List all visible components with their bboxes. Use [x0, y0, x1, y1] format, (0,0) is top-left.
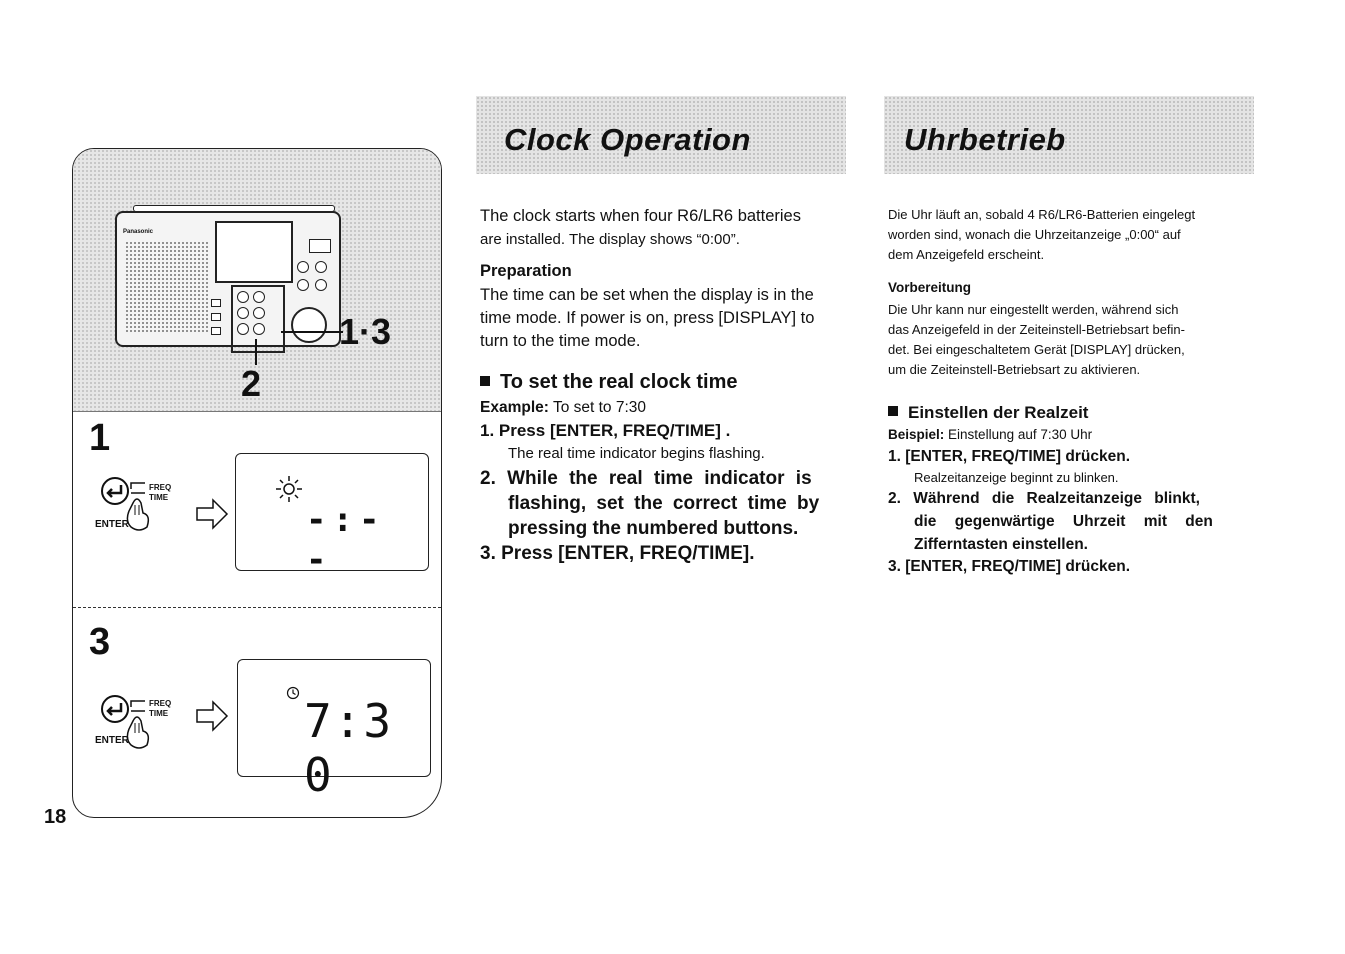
enter-label: ENTER [95, 519, 129, 530]
radio-button [297, 261, 309, 273]
step-1-note: Realzeitanzeige beginnt zu blinken. [914, 470, 1119, 485]
lcd-display-step3: 7:3 0 [237, 659, 431, 802]
step-2-line: flashing, set the correct time by [508, 493, 820, 514]
step-number-1: 1 [89, 417, 111, 459]
display-time: 7:3 0 [304, 694, 394, 802]
keypad-button [253, 323, 265, 335]
numeric-keypad [231, 285, 285, 353]
radio-mini-display [309, 239, 331, 253]
arrow-right-icon [195, 699, 231, 733]
english-title-banner: Clock Operation [476, 96, 846, 174]
preparation-heading: Preparation [480, 262, 572, 280]
keypad-button [253, 307, 265, 319]
enter-label: ENTER [95, 735, 129, 746]
intro-line: The clock starts when four R6/LR6 batter… [480, 207, 801, 225]
keypad-button [237, 323, 249, 335]
callout-label-2: 2 [241, 363, 262, 404]
lcd-display-step1: -:- - [235, 453, 429, 580]
side-button [211, 313, 221, 321]
page-number: 18 [44, 806, 67, 828]
section-heading-text: Einstellen der Realzeit [908, 403, 1089, 422]
radio-button [315, 261, 327, 273]
intro-line: dem Anzeigefeld erscheint. [888, 247, 1045, 262]
time-label: TIME [149, 493, 169, 502]
intro-line: worden sind, wonach die Uhrzeitanzeige „… [888, 227, 1181, 242]
keypad-button [253, 291, 265, 303]
brand-logo: Panasonic [123, 229, 154, 235]
callout-label-1-3: 1·3 [339, 311, 392, 352]
radio-button [315, 279, 327, 291]
callout-line [281, 331, 343, 333]
side-button [211, 299, 221, 307]
example-line: Example: To set to 7:30 [480, 399, 646, 417]
preparation-line: The time can be set when the display is … [480, 286, 814, 304]
keypad-button [237, 307, 249, 319]
keypad-button [237, 291, 249, 303]
freq-label: FREQ [149, 483, 172, 492]
step-2-line: 2. While the real time indicator is [480, 468, 812, 489]
preparation-line: turn to the time mode. [480, 332, 641, 350]
radio-illustration-area: Panasonic 1·3 2 [73, 149, 441, 412]
freq-time-label: FREQ TIME [149, 699, 171, 719]
step-2-line: Zifferntasten einstellen. [914, 536, 1088, 553]
tuning-dial [291, 307, 327, 343]
side-button [211, 327, 221, 335]
intro-line: are installed. The display shows “0:00”. [480, 231, 740, 248]
german-title-banner: Uhrbetrieb [884, 96, 1254, 174]
german-title: Uhrbetrieb [904, 122, 1066, 157]
preparation-heading: Vorbereitung [888, 280, 972, 295]
section-heading: To set the real clock time [480, 371, 738, 394]
callout-line [255, 339, 257, 365]
clock-indicator-icon [286, 686, 300, 700]
step-2-line: pressing the numbered buttons. [508, 518, 799, 539]
step-1: 1. [ENTER, FREQ/TIME] drücken. [888, 448, 1130, 465]
illustration-panel: Panasonic 1·3 2 1 FREQ [72, 148, 442, 818]
enter-button-icon [95, 693, 175, 753]
example-text: To set to 7:30 [552, 399, 647, 416]
step-3: 3. [ENTER, FREQ/TIME] drücken. [888, 558, 1130, 575]
time-label: TIME [149, 709, 169, 718]
preparation-line: um die Zeiteinstell-Betriebsart zu aktiv… [888, 362, 1141, 377]
step-number-3: 3 [89, 621, 111, 663]
enter-button-icon [95, 475, 175, 535]
intro-line: Die Uhr läuft an, sobald 4 R6/LR6-Batter… [888, 207, 1196, 222]
preparation-line: Die Uhr kann nur eingestellt werden, wäh… [888, 302, 1179, 317]
step-1: 1. Press [ENTER, FREQ/TIME] . [480, 421, 731, 440]
step-2-line: 2. Während die Realzeitanzeige blinkt, [888, 490, 1200, 507]
section-heading: Einstellen der Realzeit [888, 403, 1088, 423]
step-2-line: die gegenwärtige Uhrzeit mit den [914, 513, 1213, 530]
step-1-note: The real time indicator begins flashing. [508, 445, 765, 462]
english-title: Clock Operation [504, 122, 751, 157]
freq-label: FREQ [149, 699, 172, 708]
preparation-line: det. Bei eingeschaltetem Gerät [DISPLAY]… [888, 342, 1185, 357]
freq-time-label: FREQ TIME [149, 483, 171, 503]
display-dashes: -:- - [306, 500, 386, 580]
square-bullet-icon [480, 376, 490, 386]
preparation-line: das Anzeigefeld in der Zeiteinstell-Betr… [888, 322, 1185, 337]
example-label: Example: [480, 399, 549, 416]
speaker-grille [125, 241, 209, 333]
preparation-line: time mode. If power is on, press [DISPLA… [480, 309, 815, 327]
section-heading-text: To set the real clock time [500, 371, 738, 393]
step-3: 3. Press [ENTER, FREQ/TIME]. [480, 543, 755, 564]
example-text: Einstellung auf 7:30 Uhr [948, 427, 1093, 442]
square-bullet-icon [888, 406, 898, 416]
step-divider [73, 607, 441, 608]
flashing-clock-indicator-icon [274, 474, 304, 504]
arrow-right-icon [195, 497, 231, 531]
example-label: Beispiel: [888, 427, 945, 442]
radio-display [215, 221, 293, 283]
radio-button [297, 279, 309, 291]
example-line: Beispiel: Einstellung auf 7:30 Uhr [888, 427, 1092, 442]
